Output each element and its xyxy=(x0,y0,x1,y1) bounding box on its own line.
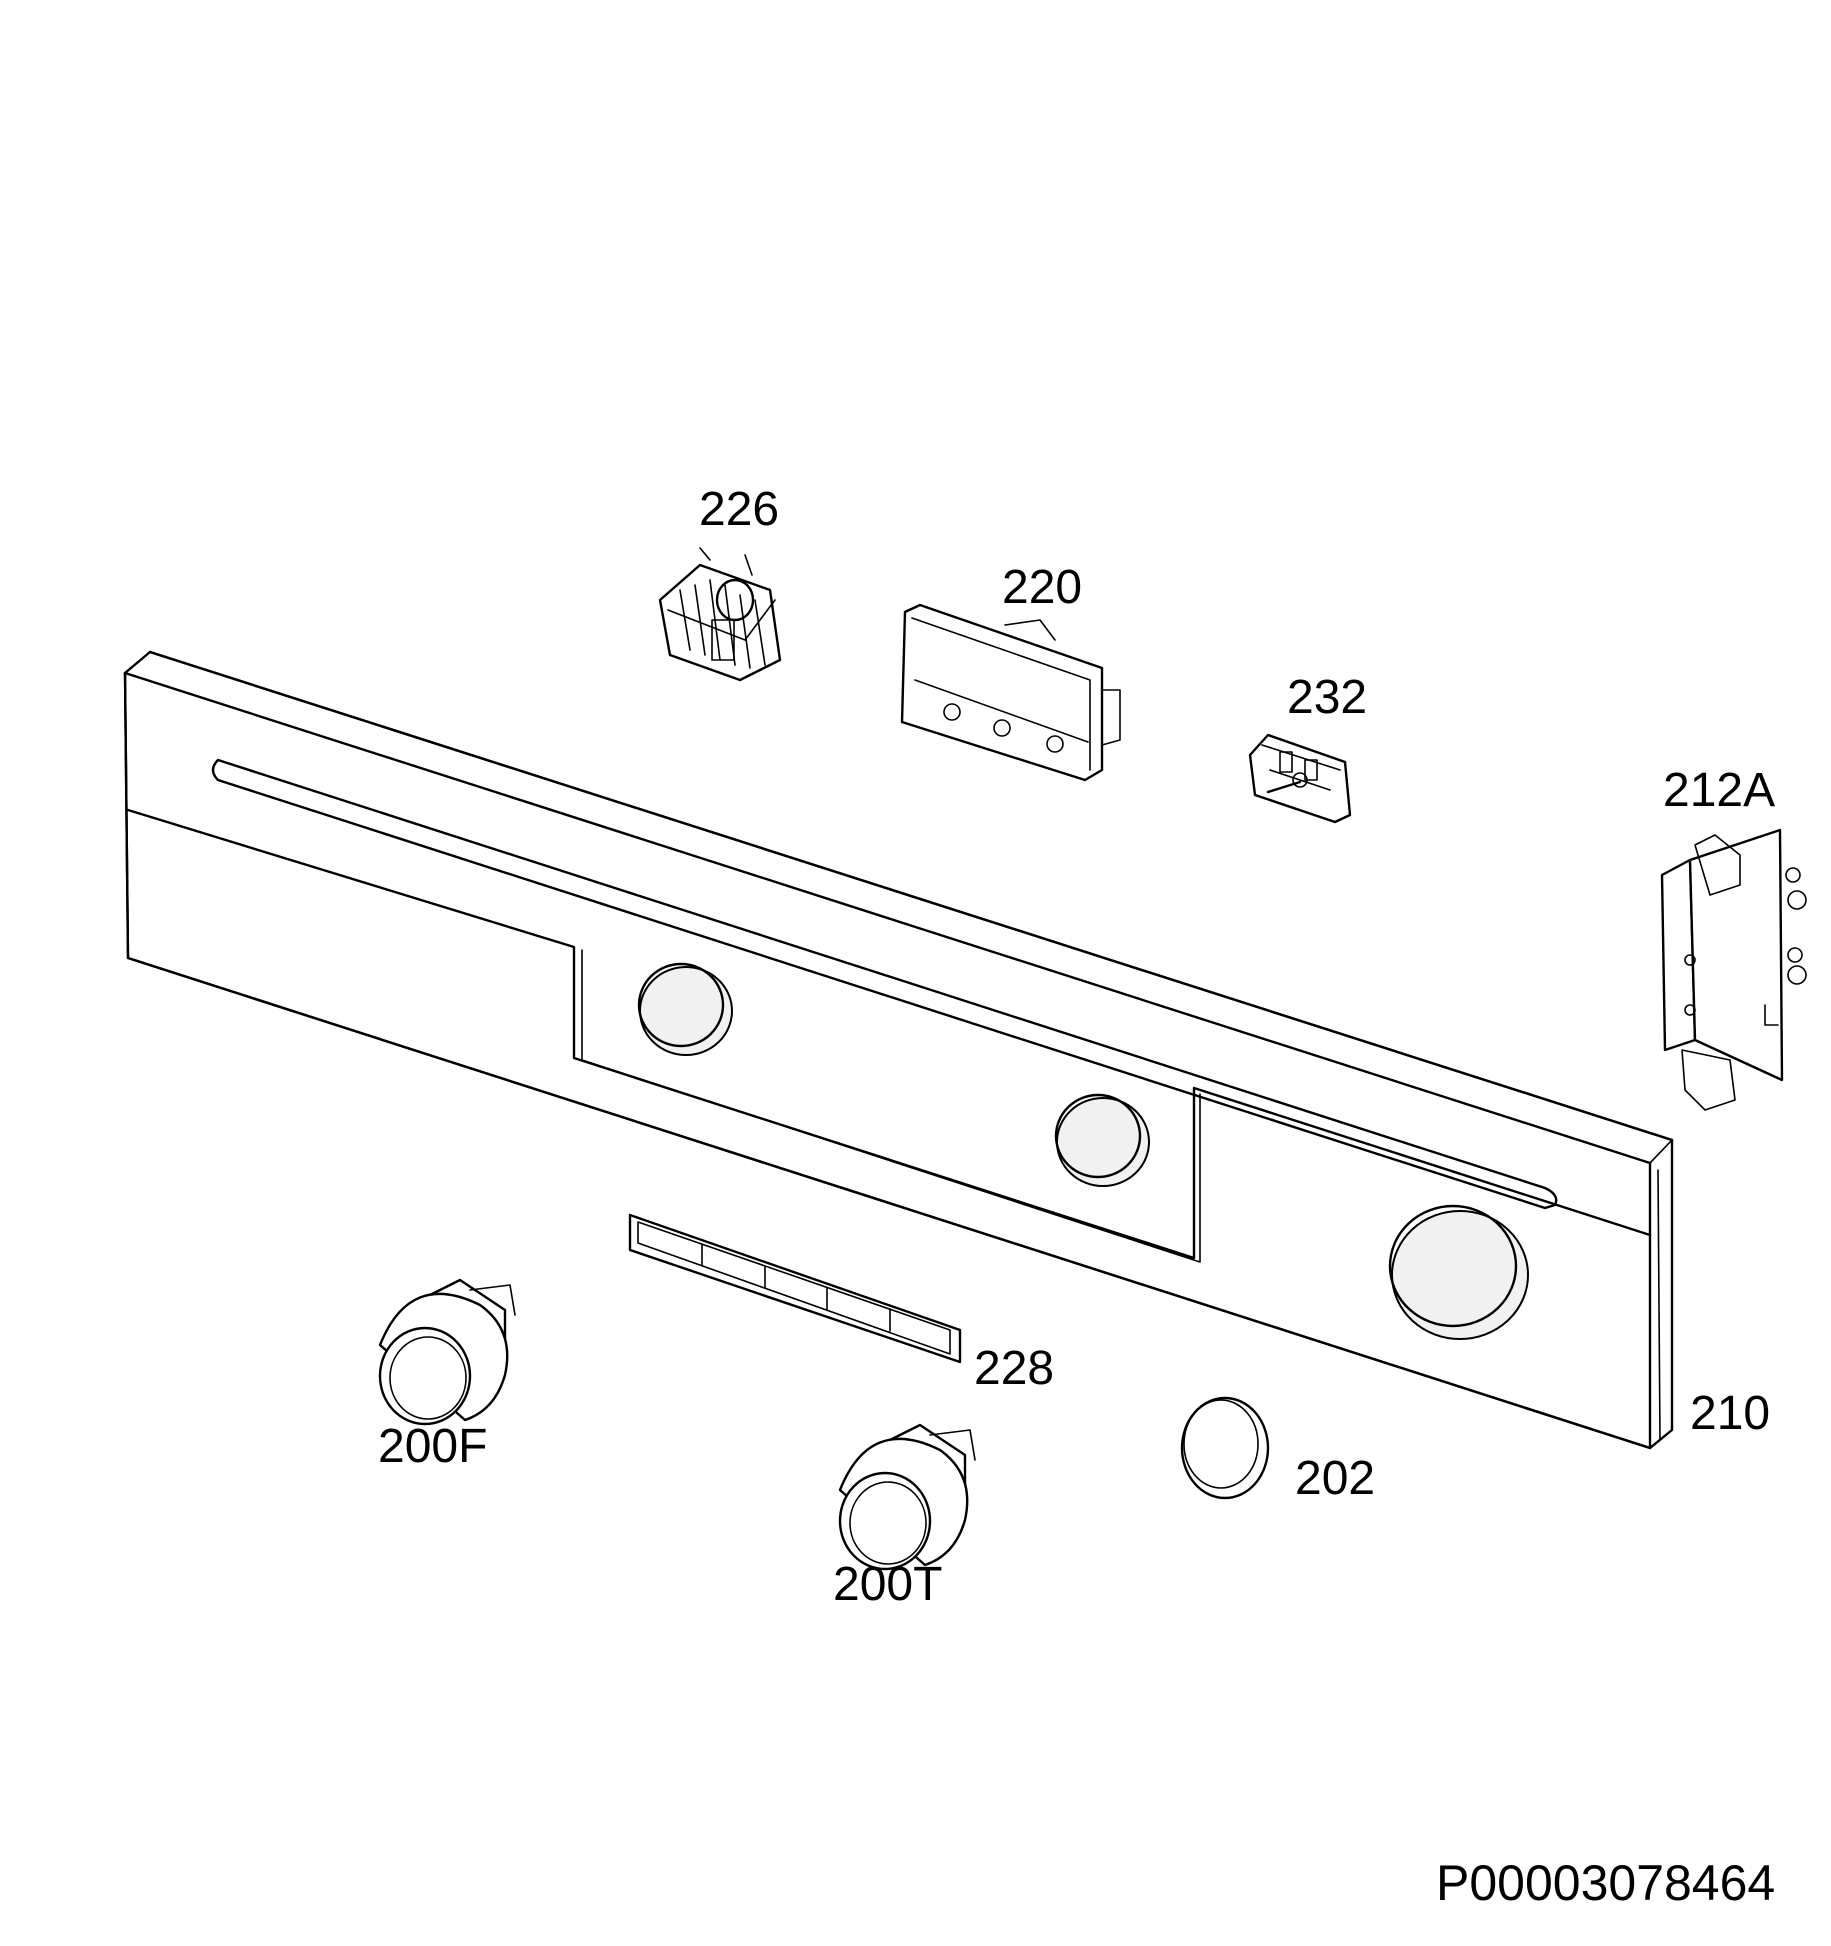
label-200F: 200F xyxy=(378,1420,488,1473)
label-212A: 212A xyxy=(1663,764,1776,817)
label-220: 220 xyxy=(1002,561,1083,614)
label-228: 228 xyxy=(974,1342,1055,1395)
selector-switch-226 xyxy=(658,547,782,682)
knob-hole-3 xyxy=(1388,1204,1529,1340)
knob-200F xyxy=(378,1278,516,1426)
membrane-228 xyxy=(628,1213,962,1364)
label-226: 226 xyxy=(699,483,780,536)
display-module-220 xyxy=(900,603,1121,782)
document-id: P00003078464 xyxy=(1436,1855,1776,1911)
knob-hole-2 xyxy=(1054,1093,1150,1187)
label-232: 232 xyxy=(1287,671,1368,724)
control-panel-210 xyxy=(123,650,1674,1450)
switch-232 xyxy=(1248,733,1352,824)
ring-202 xyxy=(1180,1396,1270,1500)
label-210: 210 xyxy=(1690,1387,1771,1440)
knob-200T xyxy=(838,1423,976,1571)
bracket-212A xyxy=(1660,828,1807,1111)
knob-hole-1 xyxy=(637,962,733,1056)
label-202: 202 xyxy=(1295,1452,1376,1505)
label-200T: 200T xyxy=(833,1558,943,1611)
